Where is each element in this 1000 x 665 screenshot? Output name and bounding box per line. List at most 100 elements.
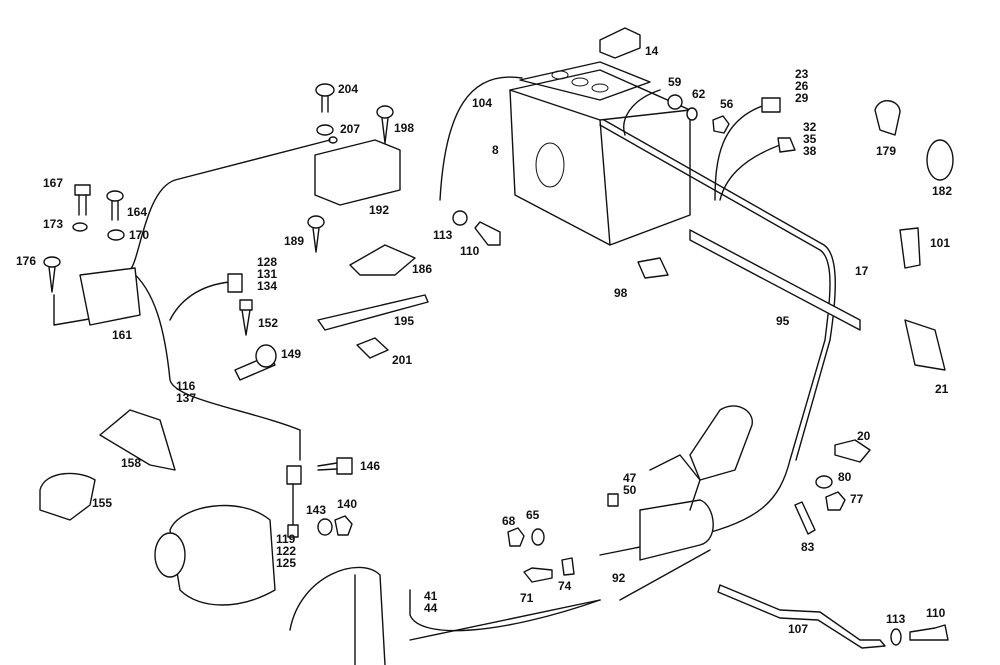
callout-161: 161: [112, 328, 133, 342]
bolt-110b: [909, 624, 949, 641]
bolt-83: [794, 501, 816, 535]
cap-182: [926, 139, 954, 181]
callout-155: 155: [92, 496, 113, 510]
callout-110-lower: 110: [926, 606, 946, 620]
callout-65: 65: [526, 508, 540, 522]
ring-terminal: [328, 136, 338, 144]
washer-65: [531, 528, 545, 546]
starter-motor: [409, 405, 753, 641]
screw-204: [315, 83, 335, 113]
cable-17-inner: [603, 119, 836, 461]
callout-77: 77: [850, 492, 864, 506]
callout-198: 198: [394, 121, 415, 135]
callout-131: 131: [257, 267, 278, 281]
clip-201: [356, 337, 389, 359]
callout-176: 176: [16, 254, 37, 268]
callout-207: 207: [340, 122, 361, 136]
sensor-128: [227, 273, 243, 293]
grommet-179: [874, 100, 901, 136]
nut-140: [334, 515, 353, 536]
screw-176: [43, 256, 96, 326]
nut-77: [825, 491, 846, 511]
callout-146: 146: [360, 459, 381, 473]
callout-182: 182: [932, 184, 953, 198]
clip-101: [899, 227, 921, 269]
cable-32: [719, 144, 781, 201]
callout-17: 17: [855, 264, 869, 278]
callout-119: 119: [276, 532, 296, 546]
bolt-146: [317, 457, 353, 475]
callout-128: 128: [257, 255, 278, 269]
bolt-167: [74, 184, 91, 216]
callout-80: 80: [838, 470, 852, 484]
callout-167: 167: [43, 176, 64, 190]
callout-189: 189: [284, 234, 305, 248]
screw-198: [376, 105, 394, 144]
battery-cover: [599, 27, 641, 59]
callout-59: 59: [668, 75, 682, 89]
callout-35: 35: [803, 132, 817, 146]
callout-122: 122: [276, 544, 297, 558]
callout-56: 56: [720, 97, 734, 111]
callout-186: 186: [412, 262, 433, 276]
washer-207: [316, 124, 334, 136]
battery: [509, 61, 691, 246]
clip-74: [561, 557, 575, 576]
callout-125: 125: [276, 556, 297, 570]
strap-195: [317, 294, 429, 331]
callout-149: 149: [281, 347, 302, 361]
callout-23: 23: [795, 67, 809, 81]
washer-113a: [452, 210, 468, 226]
callout-38: 38: [803, 144, 817, 158]
clip-98: [637, 257, 669, 279]
callout-98: 98: [614, 286, 628, 300]
cable-59: [623, 89, 661, 136]
washer-62: [686, 107, 698, 121]
callout-74: 74: [558, 579, 572, 593]
callout-101: 101: [930, 236, 951, 250]
callout-104: 104: [472, 96, 493, 110]
callout-164: 164: [127, 205, 148, 219]
callout-140: 140: [337, 497, 358, 511]
grommet-149: [234, 344, 277, 381]
callout-32: 32: [803, 120, 817, 134]
nut-56: [712, 115, 730, 134]
callout-170: 170: [129, 228, 150, 242]
callout-26: 26: [795, 79, 809, 93]
connector-32: [777, 137, 796, 153]
bracket-155: [39, 472, 96, 521]
clamp-20: [834, 439, 871, 463]
callout-116: 116: [176, 379, 196, 393]
washer-143: [317, 518, 333, 536]
bracket-158: [99, 409, 176, 471]
callout-41: 41: [424, 589, 438, 603]
callout-107: 107: [788, 622, 809, 636]
callout-8: 8: [492, 143, 499, 157]
washer-113b: [890, 628, 902, 646]
callout-204: 204: [338, 82, 359, 96]
callout-47: 47: [623, 471, 637, 485]
cable-41: [409, 589, 601, 632]
rail-95: [689, 229, 861, 331]
callout-44: 44: [424, 601, 438, 615]
connector-143: [286, 465, 302, 538]
washer-173: [72, 222, 88, 232]
screw-164: [106, 190, 124, 221]
callout-20: 20: [857, 429, 871, 443]
nut-68: [507, 527, 525, 547]
harness-116: [129, 269, 301, 461]
engine-block: [289, 566, 386, 665]
callout-62: 62: [692, 87, 706, 101]
plate-21: [904, 319, 946, 371]
fuse-holder-161: [79, 267, 141, 326]
callout-137: 137: [176, 391, 197, 405]
callout-192: 192: [369, 203, 390, 217]
callout-195: 195: [394, 314, 415, 328]
screw-189: [307, 215, 325, 253]
callout-152: 152: [258, 316, 279, 330]
cable-23: [714, 104, 766, 201]
screw-71: [523, 567, 553, 583]
alternator: [154, 504, 276, 606]
callout-50: 50: [623, 483, 637, 497]
washer-80: [815, 475, 833, 489]
